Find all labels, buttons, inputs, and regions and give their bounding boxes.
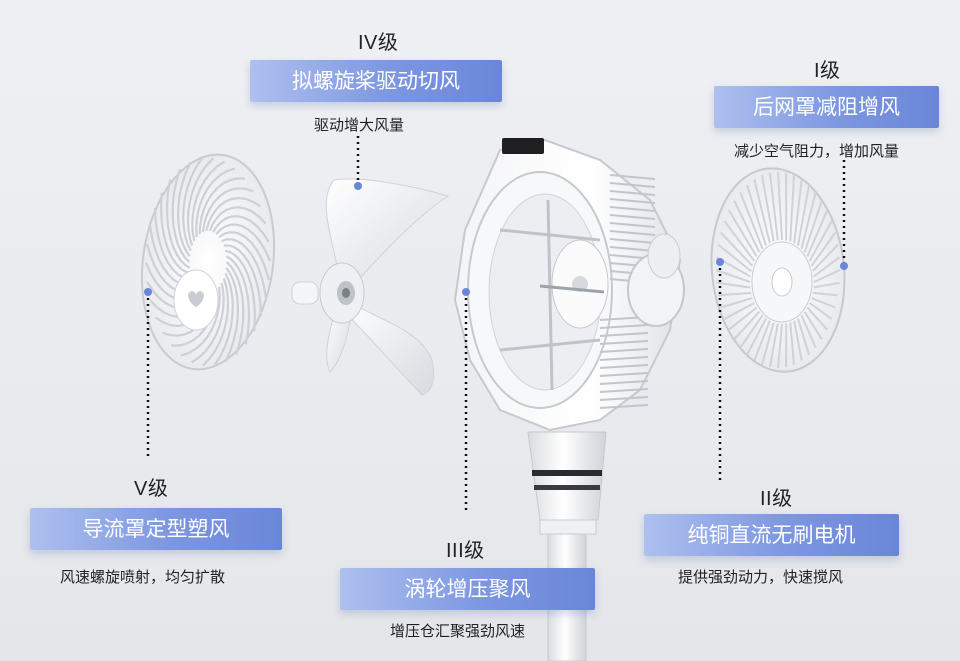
control-panel: [502, 138, 544, 154]
level-ii-title: 纯铜直流无刷电机: [644, 514, 899, 556]
front-guard: [140, 153, 276, 371]
marker-dots: [144, 182, 848, 296]
level-iv-label: IV级: [358, 32, 399, 54]
level-iii-title: 涡轮增压聚风: [340, 568, 595, 610]
fan-stand: [527, 431, 607, 661]
level-v-title: 导流罩定型塑风: [30, 508, 282, 550]
rear-guard: [710, 167, 846, 373]
level-ii-desc: 提供强劲动力，快速搅风: [678, 568, 844, 586]
level-i-title: 后网罩减阻增风: [714, 86, 939, 128]
level-i-desc: 减少空气阻力，增加风量: [734, 142, 900, 160]
logo-mark-icon: [188, 291, 204, 307]
level-iv-title: 拟螺旋桨驱动切风: [250, 60, 502, 102]
level-i-label: I级: [814, 60, 841, 82]
level-iii-desc: 增压仓汇聚强劲风速: [390, 622, 526, 640]
level-v-label: V级: [134, 478, 169, 500]
level-iv-desc: 驱动增大风量: [314, 116, 405, 134]
fan-body: [453, 138, 685, 432]
propeller-blades: [291, 178, 450, 396]
leader-lines: [146, 136, 846, 512]
level-iii-label: III级: [446, 540, 485, 562]
level-v-desc: 风速螺旋喷射，均匀扩散: [60, 568, 226, 586]
level-ii-label: II级: [760, 488, 793, 510]
